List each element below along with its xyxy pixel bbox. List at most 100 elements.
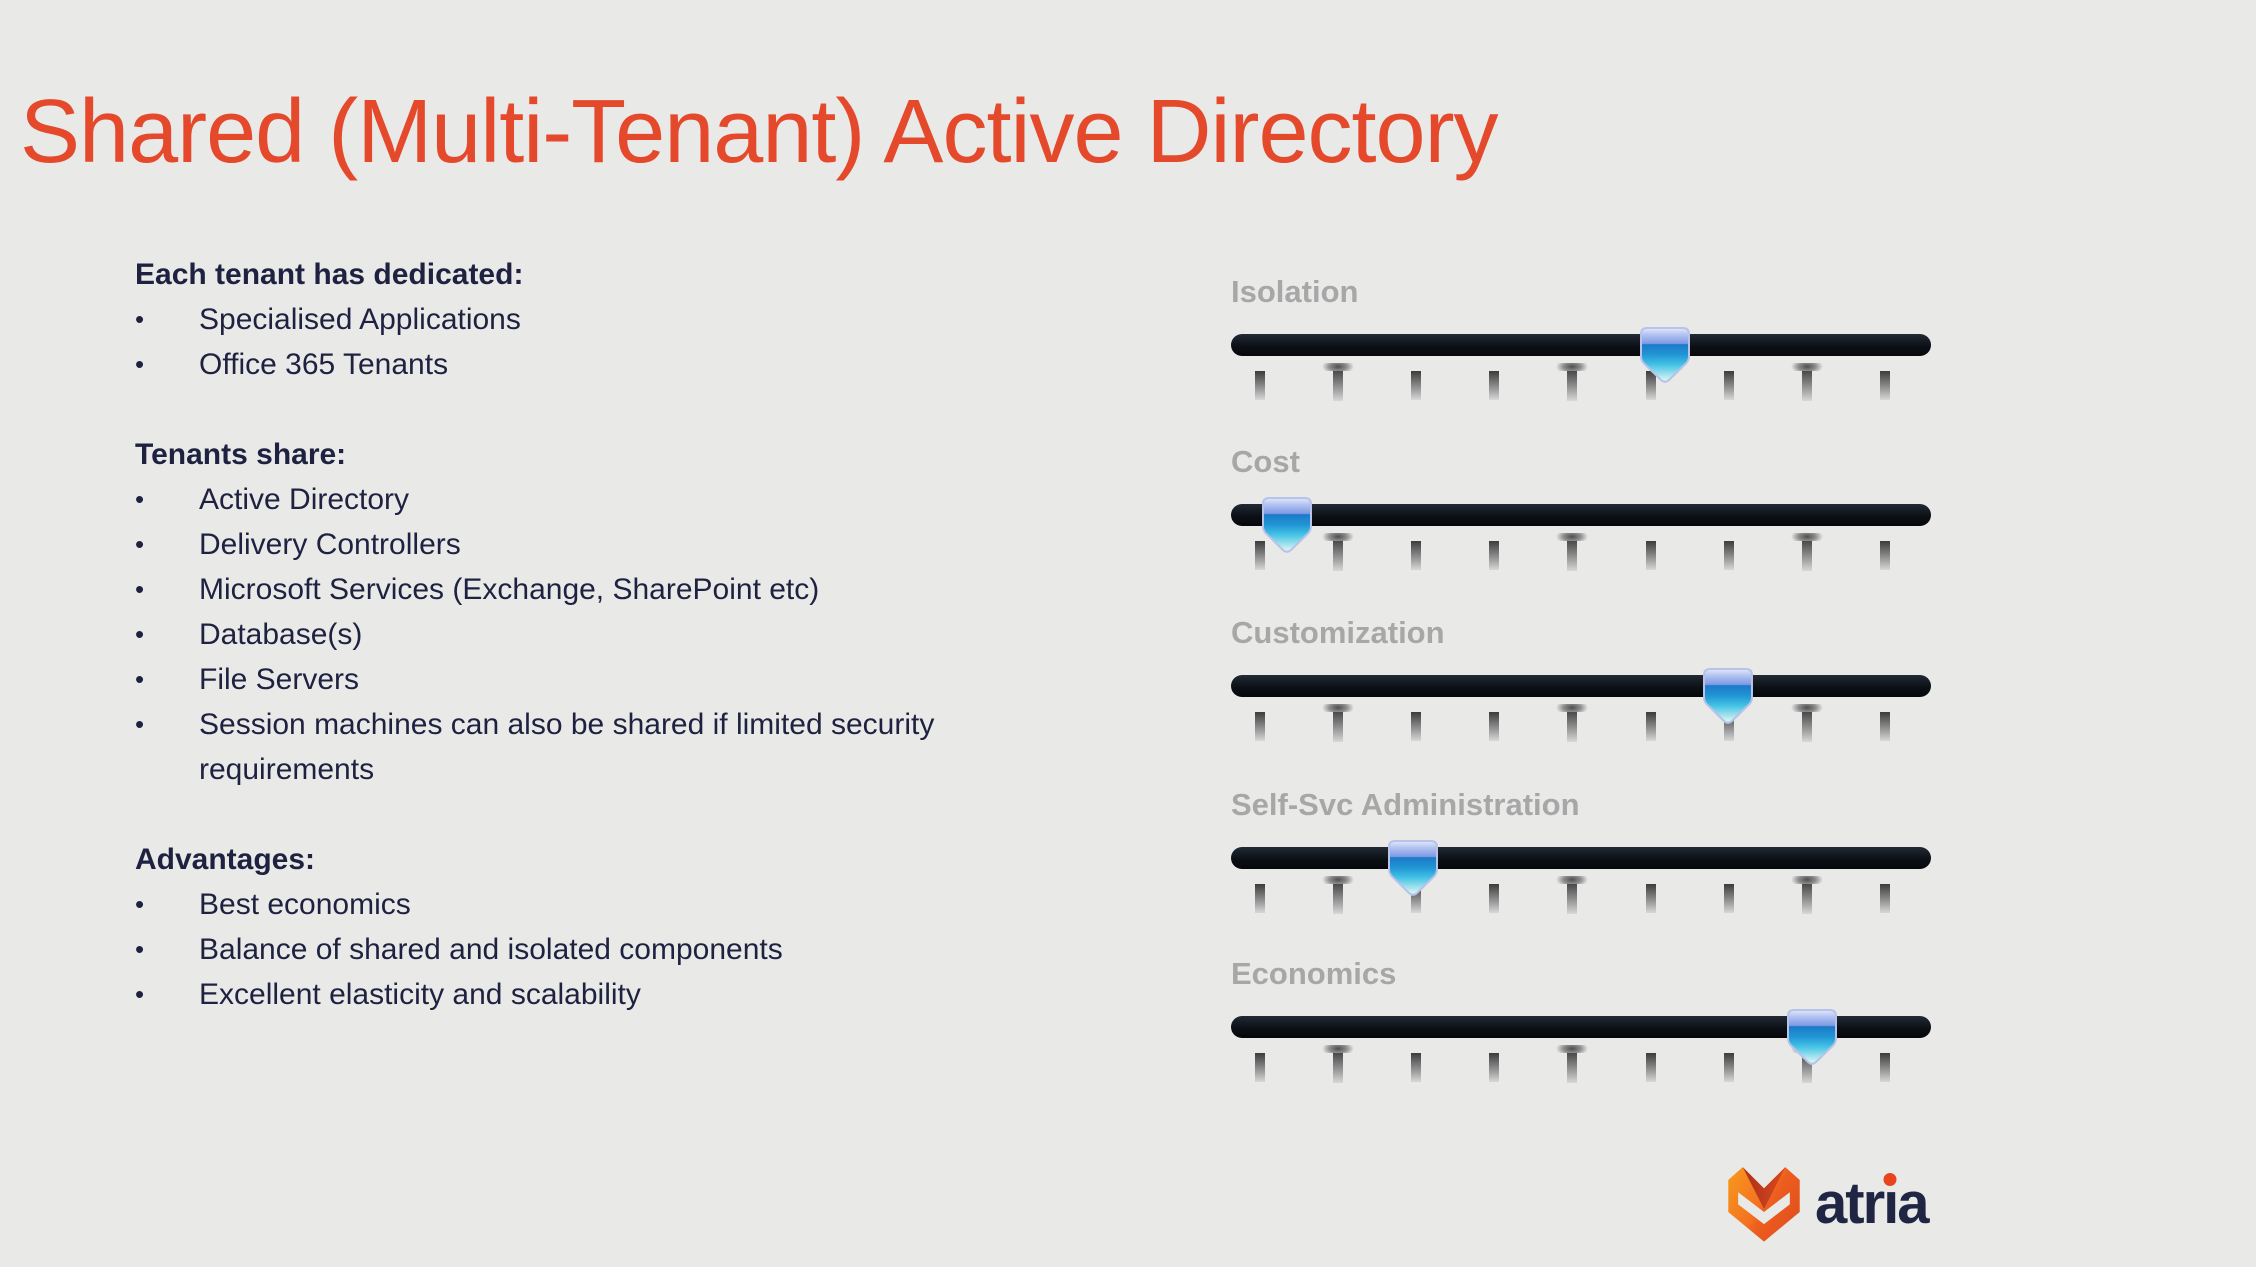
bullet-list: •Best economics•Balance of shared and is… [135, 882, 1115, 1017]
slider-tick-major [1556, 363, 1588, 401]
tick-cap [1322, 876, 1354, 884]
bullet-marker: • [135, 619, 145, 649]
slider-tick-minor [1255, 363, 1265, 400]
bullet-marker: • [135, 934, 145, 964]
slider-tick-minor [1489, 1045, 1499, 1082]
slider-thumb[interactable] [1388, 840, 1438, 898]
tick-cap [1556, 363, 1588, 371]
slider-thumb[interactable] [1262, 497, 1312, 555]
slider-tick-major [1322, 533, 1354, 571]
slider-tick-minor [1646, 1045, 1656, 1082]
bullet-text: Balance of shared and isolated component… [199, 933, 783, 966]
slider-tick-minor [1880, 876, 1890, 913]
bullet-text: Best economics [199, 888, 411, 921]
content-column: Each tenant has dedicated: • Specialised A… [135, 252, 1115, 1017]
tick-bar [1646, 371, 1656, 400]
logo-text-post: a [1897, 1171, 1929, 1236]
slider-tick-major [1791, 704, 1823, 742]
slider-thumb[interactable] [1787, 1009, 1837, 1067]
bullet-marker: • [135, 484, 145, 514]
content-section: Advantages:•Best economics•Balance of sh… [135, 837, 1115, 1017]
bullet-list: •Active Directory•Delivery Controllers•M… [135, 477, 1115, 792]
list-item: •File Servers [135, 657, 1115, 702]
logo-i-dot [1883, 1173, 1897, 1186]
tick-bar [1724, 712, 1734, 741]
slider-tick-row [1231, 876, 1931, 918]
slider-tick-major [1791, 363, 1823, 401]
tick-cap [1322, 533, 1354, 541]
tick-bar [1333, 881, 1343, 914]
slider-tick-row [1231, 704, 1931, 746]
slider-tick-minor [1411, 363, 1421, 400]
tick-cap [1556, 1045, 1588, 1053]
slider-label: Isolation [1231, 274, 1359, 309]
slider-tick-minor [1411, 876, 1421, 913]
slide-title: Shared (Multi-Tenant) Active Directory [20, 82, 1499, 183]
list-item: • Specialised Applications [135, 297, 1115, 342]
tick-bar [1567, 709, 1577, 742]
section-heading: Each tenant has dedicated: [135, 258, 524, 291]
slider-track[interactable] [1231, 504, 1931, 526]
tick-bar [1255, 371, 1265, 400]
slider-track[interactable] [1231, 675, 1931, 697]
bullet-text: Excellent elasticity and scalability [199, 978, 641, 1011]
slider-group-cost: Cost [1231, 440, 1931, 585]
tick-cap [1791, 876, 1823, 884]
slider-track[interactable] [1231, 334, 1931, 356]
tick-bar [1880, 371, 1890, 400]
list-item: •Best economics [135, 882, 1115, 927]
bullet-marker: • [135, 304, 145, 334]
tick-cap [1791, 704, 1823, 712]
slider-group-customization: Customization [1231, 611, 1931, 756]
logo-dotless-i: ı [1883, 1171, 1899, 1236]
tick-cap [1556, 533, 1588, 541]
slider-label: Economics [1231, 956, 1397, 991]
slider-tick-minor [1411, 704, 1421, 741]
slider-tick-minor [1646, 363, 1656, 400]
bullet-marker: • [135, 979, 145, 1009]
tick-cap [1791, 533, 1823, 541]
slider-tick-minor [1646, 876, 1656, 913]
tick-bar [1646, 1053, 1656, 1082]
slider-tick-minor [1880, 363, 1890, 400]
slider-tick-major [1322, 876, 1354, 914]
tick-cap [1322, 1045, 1354, 1053]
slider-tick-major [1791, 533, 1823, 571]
tick-bar [1255, 884, 1265, 913]
tick-bar [1255, 1053, 1265, 1082]
slider-group-isolation: Isolation [1231, 270, 1931, 415]
slider-tick-minor [1489, 533, 1499, 570]
slider-thumb[interactable] [1640, 327, 1690, 385]
slider-track[interactable] [1231, 1016, 1931, 1038]
bullet-text: Microsoft Services (Exchange, SharePoint… [199, 573, 820, 606]
slider-track[interactable] [1231, 847, 1931, 869]
slider-tick-minor [1489, 876, 1499, 913]
slider-tick-minor [1880, 533, 1890, 570]
slider-tick-minor [1724, 876, 1734, 913]
slider-tick-minor [1411, 533, 1421, 570]
slider-tick-minor [1724, 533, 1734, 570]
tick-bar [1333, 709, 1343, 742]
tick-bar [1724, 541, 1734, 570]
bullet-text: Office 365 Tenants [199, 348, 449, 381]
tick-cap [1791, 363, 1823, 371]
slider-tick-minor [1724, 1045, 1734, 1082]
slider-tick-minor [1646, 704, 1656, 741]
slider-tick-minor [1646, 533, 1656, 570]
tick-bar [1880, 541, 1890, 570]
tick-bar [1567, 368, 1577, 401]
tick-bar [1489, 371, 1499, 400]
tick-bar [1802, 368, 1812, 401]
bullet-text: Specialised Applications [199, 303, 521, 336]
bullet-marker: • [135, 664, 145, 694]
tick-bar [1411, 712, 1421, 741]
slider-tick-major [1556, 876, 1588, 914]
tick-bar [1567, 881, 1577, 914]
tick-bar [1646, 712, 1656, 741]
bullet-marker: • [135, 529, 145, 559]
slider-thumb[interactable] [1703, 668, 1753, 726]
slider-tick-minor [1880, 1045, 1890, 1082]
tick-bar [1646, 541, 1656, 570]
